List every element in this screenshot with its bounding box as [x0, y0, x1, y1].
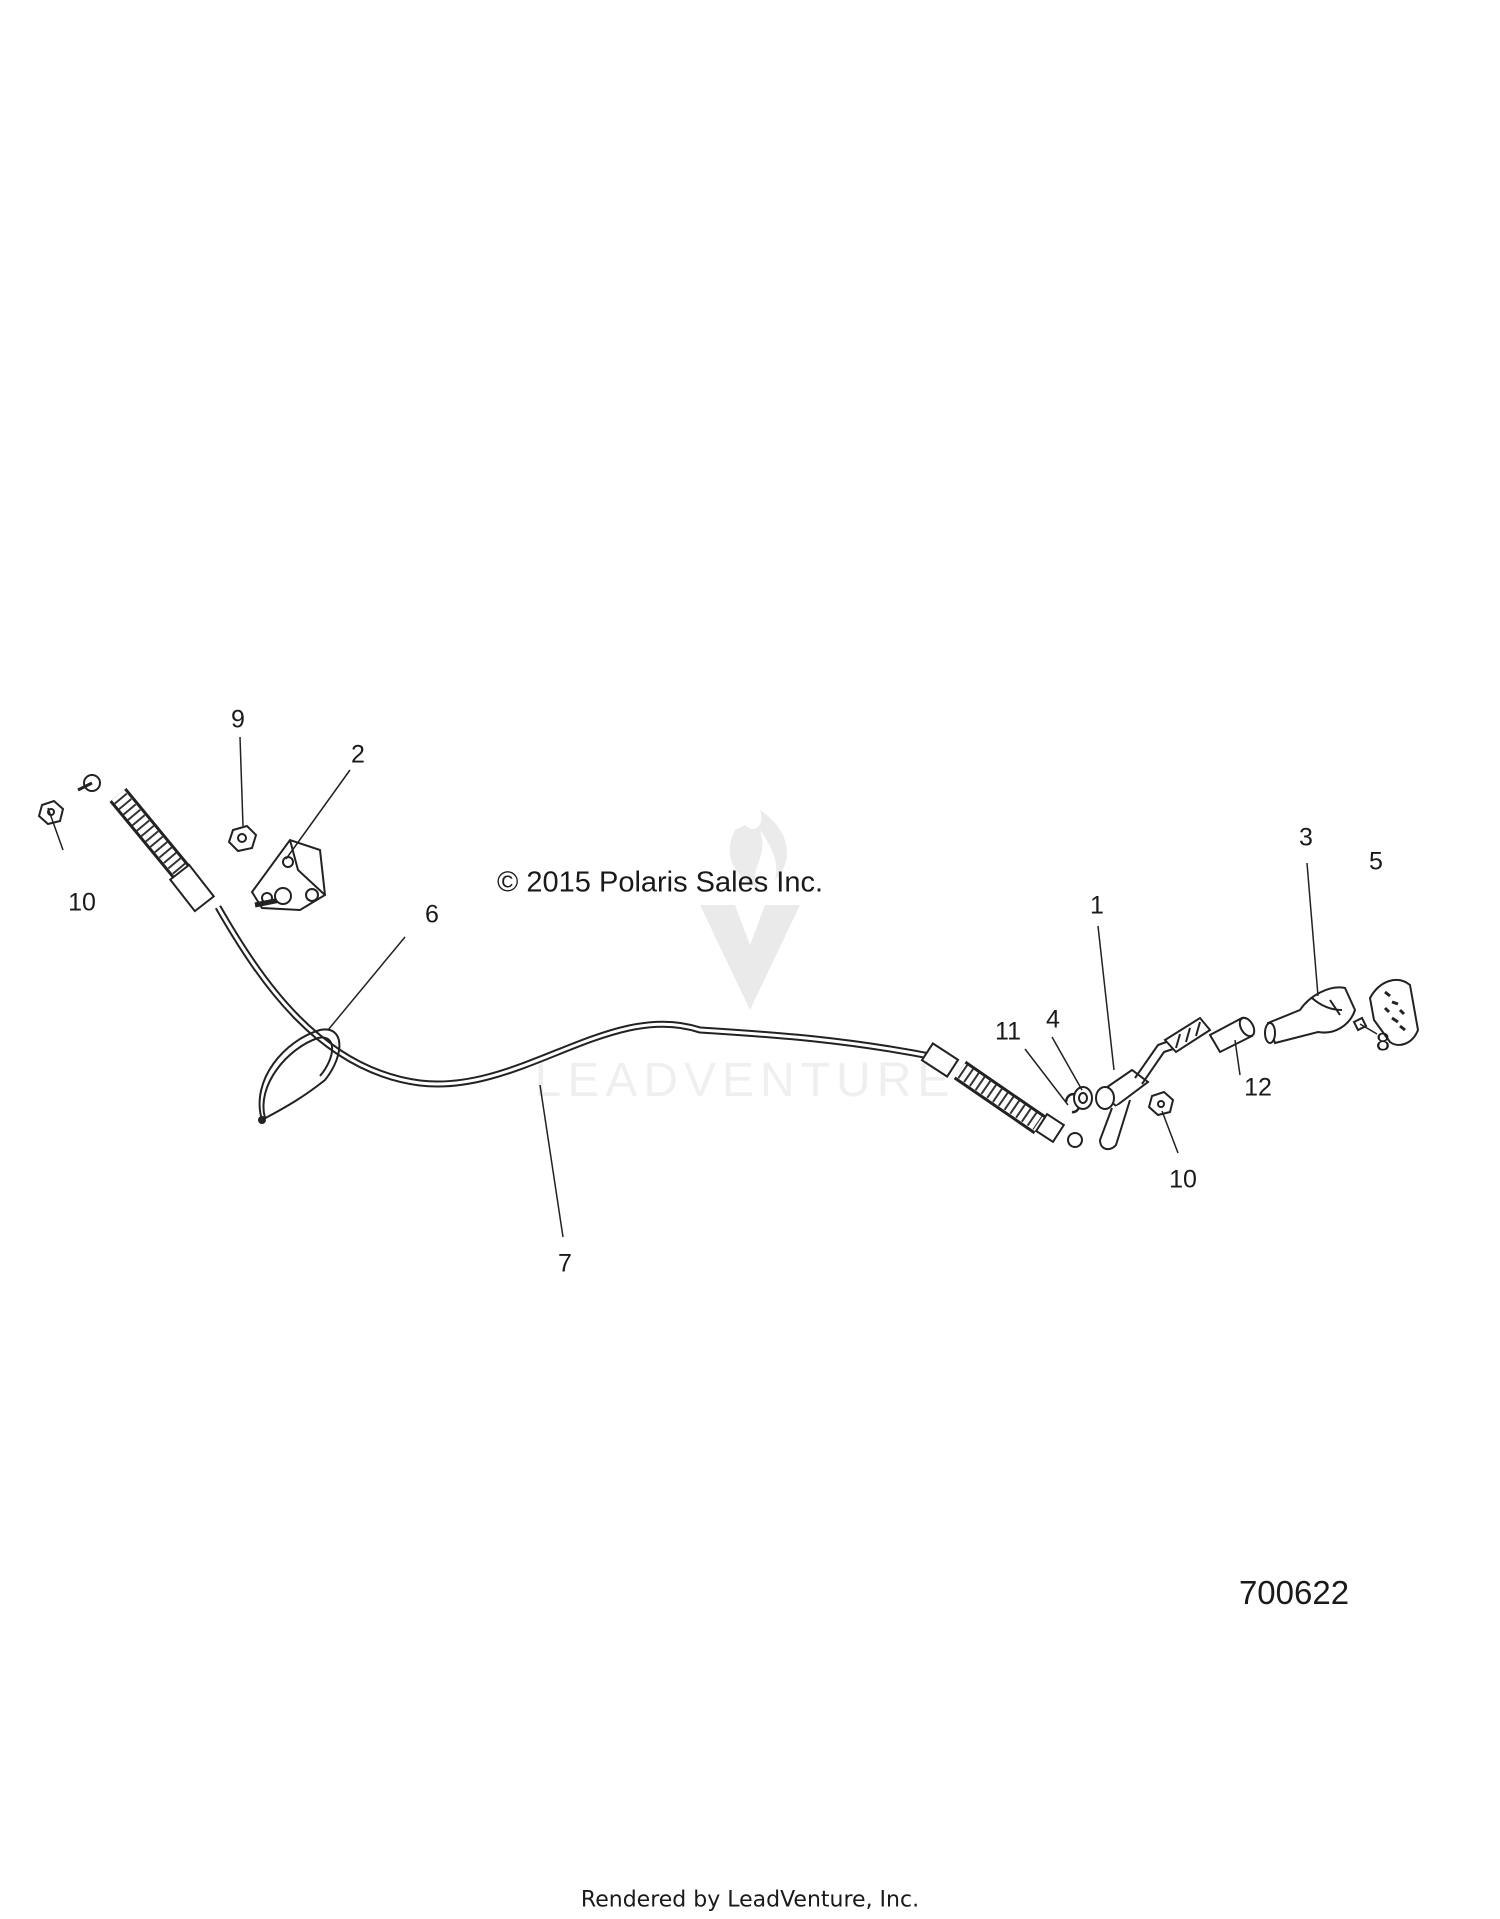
callout-10-right: 10	[1169, 1165, 1197, 1194]
shift-lever	[1095, 1016, 1212, 1151]
screw-8	[1352, 1016, 1368, 1032]
callout-2: 2	[351, 740, 365, 769]
copyright-text: © 2015 Polaris Sales Inc.	[496, 866, 824, 899]
leader-lines	[47, 736, 1378, 1238]
callout-5: 5	[1369, 847, 1383, 876]
shift-cable	[77, 774, 1083, 1148]
watermark-logo	[700, 810, 800, 1010]
callout-10-left: 10	[68, 888, 96, 917]
washer-4	[1073, 1086, 1093, 1110]
callout-6: 6	[425, 900, 439, 929]
sleeve-12	[1208, 1016, 1256, 1054]
nut-9	[227, 824, 258, 853]
callout-8: 8	[1376, 1028, 1390, 1057]
cable-boot-right	[920, 1042, 1083, 1148]
callout-12: 12	[1244, 1073, 1272, 1102]
nut-10-left	[37, 799, 65, 826]
callout-1: 1	[1090, 891, 1104, 920]
callout-7: 7	[558, 1249, 572, 1278]
nut-10-right	[1147, 1090, 1175, 1117]
shift-knob-3	[1264, 986, 1357, 1045]
cable-bracket	[250, 838, 327, 912]
diagram-id: 700622	[1238, 1574, 1350, 1611]
callout-11: 11	[995, 1017, 1021, 1046]
cable-boot-left	[77, 774, 216, 913]
knob-cap-5	[1368, 978, 1420, 1046]
cable-strap	[258, 1028, 341, 1124]
callout-9: 9	[231, 705, 245, 734]
footer-text: Rendered by LeadVenture, Inc.	[580, 1887, 920, 1913]
watermark-text: LEADVENTURE	[535, 1054, 956, 1107]
callout-4: 4	[1046, 1005, 1060, 1034]
callout-3: 3	[1299, 823, 1313, 852]
